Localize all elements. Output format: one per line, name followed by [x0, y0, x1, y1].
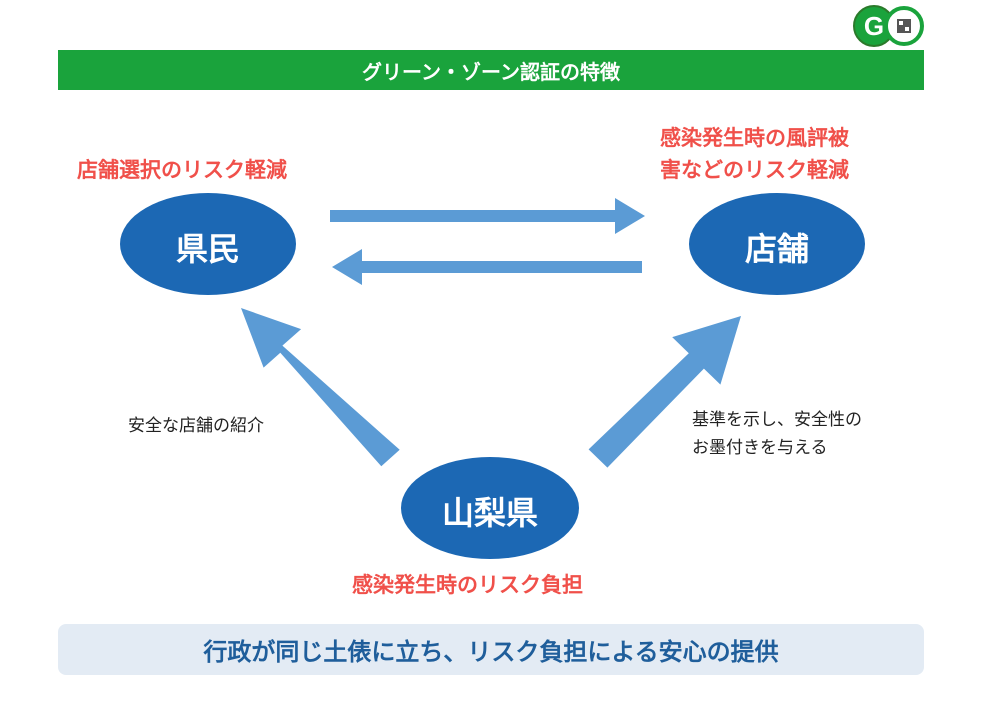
- footer-text: 行政が同じ土俵に立ち、リスク負担による安心の提供: [203, 638, 779, 666]
- node-kenmin-label: 県民: [175, 230, 240, 268]
- node-yamanashi-label: 山梨県: [441, 494, 538, 532]
- node-tenpo: [689, 193, 865, 295]
- arrow-yamanashi-to-kenmin: [241, 308, 400, 467]
- benefit-tenpo: 感染発生時の風評被 害などのリスク軽減: [660, 126, 849, 182]
- node-yamanashi: [401, 457, 579, 559]
- footer-banner: 行政が同じ土俵に立ち、リスク負担による安心の提供: [58, 624, 924, 675]
- arrow-kenmin-to-tenpo: [330, 198, 645, 234]
- benefit-kenmin: 店舗選択のリスク軽減: [77, 158, 287, 182]
- benefit-yamanashi: 感染発生時のリスク負担: [352, 573, 583, 597]
- title-text: グリーン・ゾーン認証の特徴: [362, 59, 620, 84]
- arrow-label-right: 基準を示し、安全性の お墨付きを与える: [692, 410, 862, 458]
- arrow-tenpo-to-kenmin: [332, 249, 642, 285]
- logo-letter: G: [864, 11, 884, 41]
- title-bar: グリーン・ゾーン認証の特徴: [58, 50, 924, 90]
- arrow-yamanashi-to-tenpo: [588, 316, 741, 468]
- node-tenpo-label: 店舗: [744, 230, 809, 268]
- green-zone-logo: G: [853, 5, 924, 47]
- arrow-label-left: 安全な店舗の紹介: [128, 416, 264, 436]
- node-kenmin: [120, 193, 296, 295]
